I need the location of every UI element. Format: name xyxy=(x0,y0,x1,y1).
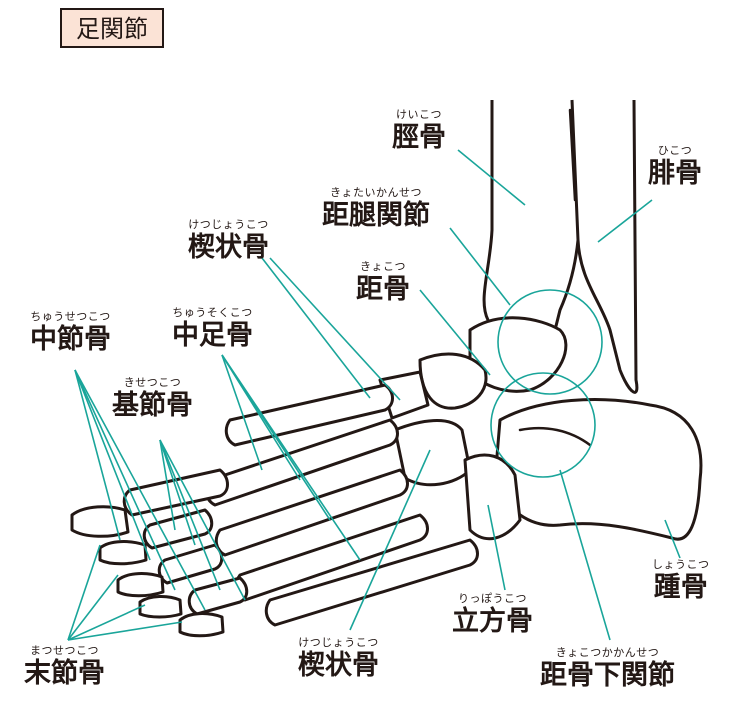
metatarsal-3 xyxy=(214,468,409,557)
label-middle-phalanx: ちゅうせつこつ 中節骨 xyxy=(30,310,111,355)
label-talocrural-joint: きょたいかんせつ 距腿関節 xyxy=(322,186,430,231)
fibula-bone xyxy=(570,99,639,394)
label-fibula: ひこつ 腓骨 xyxy=(648,144,702,189)
distal-phalanx-5 xyxy=(178,612,225,638)
label-proximal-phalanx: きせつこつ 基節骨 xyxy=(112,376,193,421)
proximal-phalanx-2 xyxy=(142,508,214,550)
distal-phalanx-3 xyxy=(116,572,165,598)
tibia-bone xyxy=(482,100,580,349)
label-calcaneus: しょうこつ 踵骨 xyxy=(652,558,710,603)
navicular-bone xyxy=(418,352,488,410)
label-cuneiform-bottom: けつじょうこつ 楔状骨 xyxy=(298,636,379,681)
talocrural-joint-ring xyxy=(497,289,603,395)
subtalar-joint-ring xyxy=(490,372,596,478)
calcaneus-bone xyxy=(493,398,703,541)
label-metatarsal: ちゅうそくこつ 中足骨 xyxy=(172,306,253,351)
leader-lines xyxy=(67,149,681,641)
proximal-phalanx-1 xyxy=(122,468,229,517)
distal-phalanx-1 xyxy=(70,505,130,538)
distal-phalanx-4 xyxy=(138,595,183,619)
cuboid-bone xyxy=(463,453,522,541)
label-tibia: けいこつ 脛骨 xyxy=(392,108,446,153)
page-title: 足関節 xyxy=(60,8,164,48)
label-distal-phalanx: まつせつこつ 末節骨 xyxy=(24,644,105,689)
proximal-phalanx-4 xyxy=(187,576,249,616)
label-cuboid: りっぽうこつ 立方骨 xyxy=(452,592,533,637)
label-talus: きょこつ 距骨 xyxy=(356,260,410,305)
label-subtalar-joint: きょこつかかんせつ 距骨下関節 xyxy=(540,646,675,691)
distal-phalanx-2 xyxy=(98,540,148,566)
label-cuneiform-top: けつじょうこつ 楔状骨 xyxy=(188,218,269,263)
